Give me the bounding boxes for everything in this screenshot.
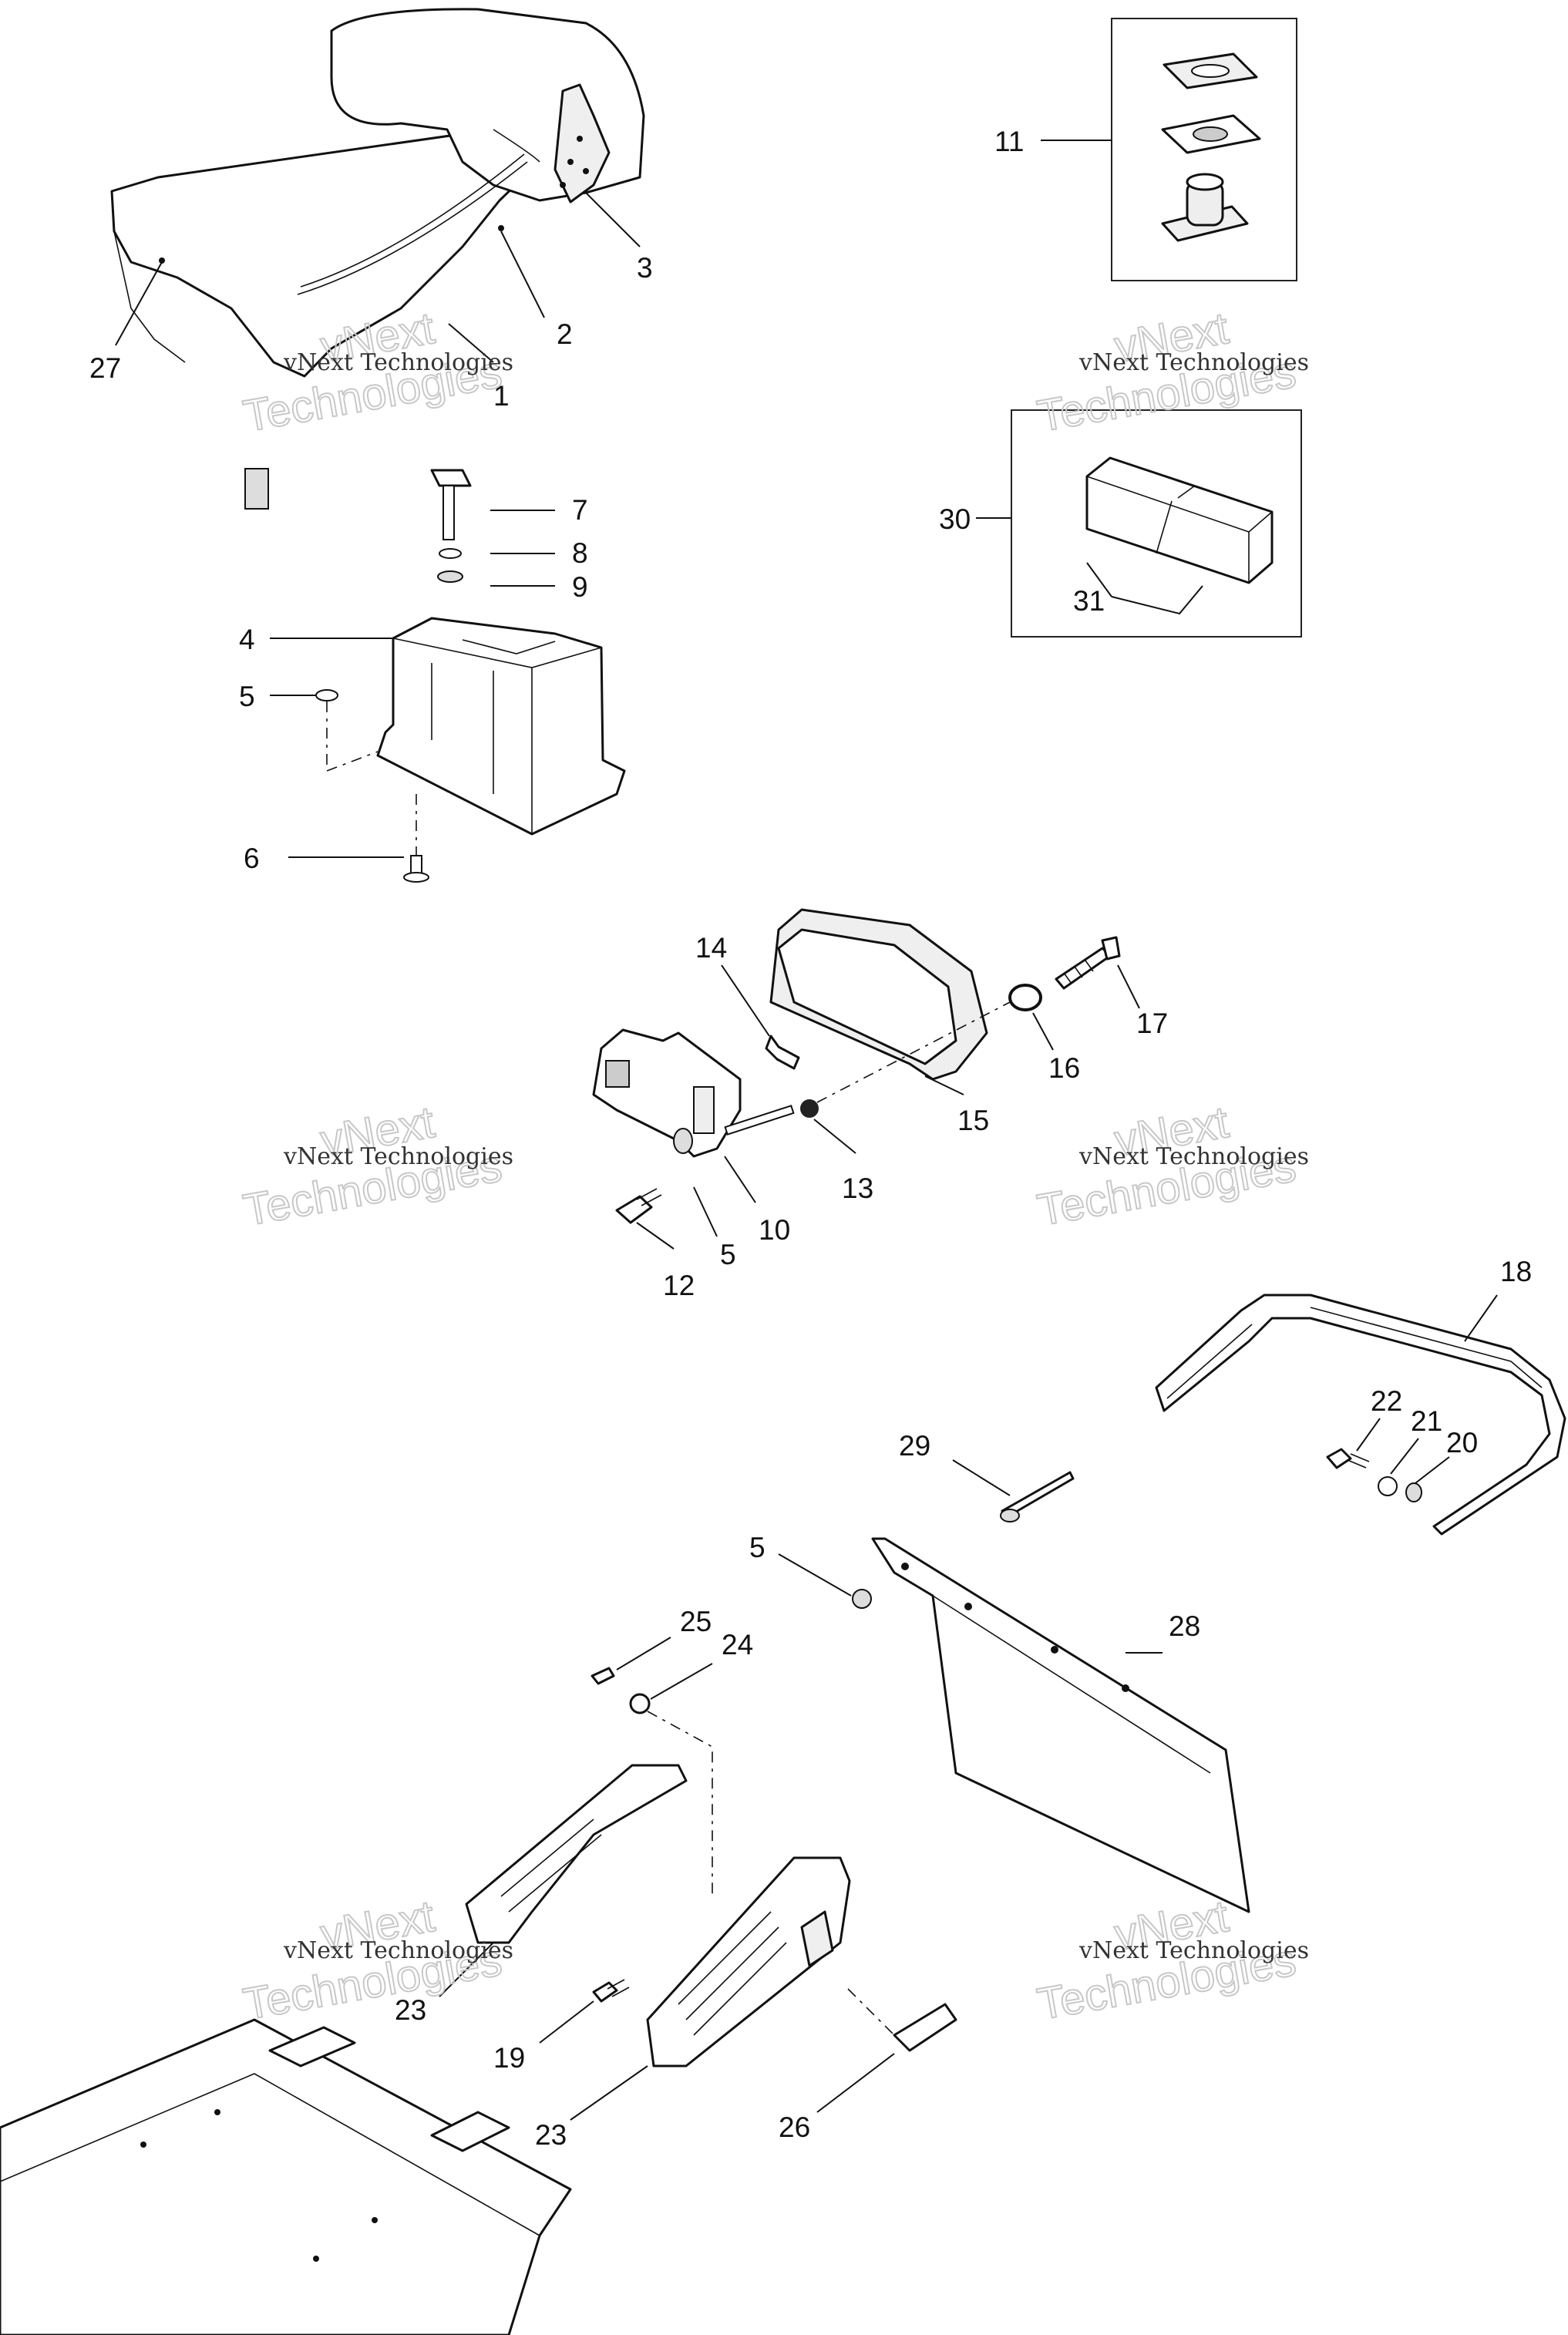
callout-7: 7 [572, 494, 588, 526]
callout-5-bracket: 5 [239, 681, 255, 712]
callout-11: 11 [994, 126, 1024, 157]
callout-29: 29 [899, 1430, 930, 1462]
callout-21: 21 [1411, 1405, 1442, 1437]
svg-text:vNext Technologies: vNext Technologies [1078, 349, 1309, 376]
svg-text:vNext Technologies: vNext Technologies [283, 1143, 513, 1170]
callout-1: 1 [493, 380, 510, 412]
seat-part [110, 8, 645, 378]
callout-5-flap: 5 [749, 1532, 765, 1563]
callout-25: 25 [680, 1606, 712, 1637]
svg-text:vNext Technologies: vNext Technologies [1078, 1937, 1309, 1964]
watermark-top-right: vNext Technologies vNext Technologies [1033, 302, 1309, 442]
callout-30: 30 [939, 503, 971, 535]
callout-10: 10 [759, 1214, 790, 1246]
tunnel-part [0, 2018, 572, 2335]
deflector-part [465, 1667, 957, 2068]
hardware-kit-box [1111, 18, 1297, 281]
bracket-part [244, 468, 626, 883]
svg-text:vNext Technologies: vNext Technologies [1078, 1143, 1309, 1170]
tail-light-part [592, 908, 1121, 1224]
callout-31: 31 [1073, 585, 1105, 617]
callout-23-upper: 23 [395, 1994, 426, 2026]
callout-4: 4 [239, 624, 255, 655]
callout-14: 14 [695, 932, 727, 964]
callout-13: 13 [842, 1173, 873, 1204]
callout-22: 22 [1371, 1385, 1402, 1417]
watermark-bottom-right: vNext Technologies vNext Technologies [1033, 1890, 1309, 2031]
callout-3: 3 [637, 252, 653, 284]
callout-16: 16 [1048, 1052, 1080, 1084]
callout-19: 19 [493, 2042, 525, 2074]
svg-text:vNext Technologies: vNext Technologies [283, 349, 513, 376]
callout-24: 24 [722, 1629, 753, 1660]
callout-15: 15 [957, 1105, 989, 1136]
snow-flap-part [852, 1471, 1250, 1913]
callout-12: 12 [663, 1270, 695, 1301]
grab-handle-part [1155, 1294, 1566, 1536]
callout-23-lower: 23 [535, 2119, 567, 2151]
watermark-mid-right: vNext Technologies vNext Technologies [1033, 1096, 1309, 1236]
watermark-mid-left: vNext Technologies vNext Technologies [239, 1096, 513, 1236]
tail-bag-box [1011, 409, 1302, 638]
svg-text:vNext Technologies: vNext Technologies [283, 1937, 513, 1964]
callout-20: 20 [1446, 1427, 1478, 1459]
callout-28: 28 [1169, 1610, 1200, 1642]
watermark-top-left: vNext Technologies vNext Technologies [239, 302, 513, 442]
callout-17: 17 [1136, 1008, 1168, 1039]
callout-8: 8 [572, 537, 588, 569]
callout-5-taillight: 5 [720, 1239, 736, 1270]
callout-9: 9 [572, 571, 588, 603]
callout-2: 2 [557, 318, 573, 350]
leader-lines [115, 140, 1498, 2121]
callout-labels: 27 2 3 1 11 30 31 7 8 9 4 5 6 14 17 16 1… [89, 126, 1532, 2151]
callout-26: 26 [779, 2111, 810, 2143]
callout-18: 18 [1500, 1256, 1532, 1287]
callout-6: 6 [244, 843, 260, 874]
callout-27: 27 [89, 352, 121, 384]
